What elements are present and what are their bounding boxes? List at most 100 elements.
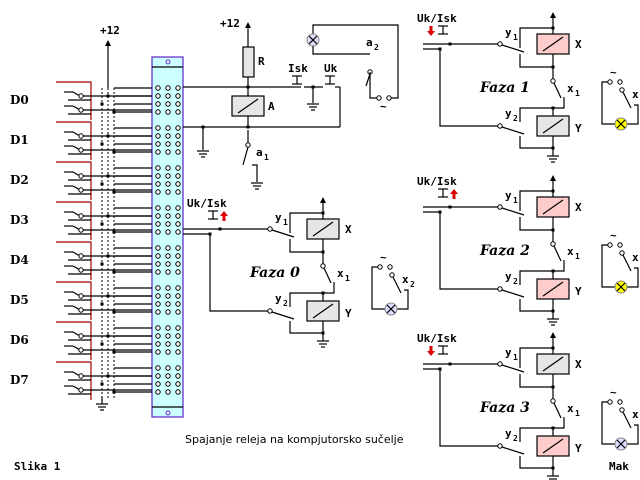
- contact-x2-label: x2: [632, 88, 639, 101]
- data-line-group-d0: D0: [10, 81, 181, 120]
- contact-terminal: [165, 189, 171, 195]
- wire: [289, 321, 323, 334]
- wire: [323, 282, 335, 294]
- lamp-icon: [614, 280, 628, 294]
- wire: [439, 49, 498, 127]
- contact-y1-label-main: y: [505, 189, 512, 202]
- contact-terminal: [497, 123, 503, 129]
- ground-icon: [547, 318, 559, 326]
- contact-terminal: [387, 264, 393, 270]
- contact-terminal: [175, 213, 181, 219]
- contact-x2-label: x2: [632, 251, 639, 264]
- contact-terminal: [165, 149, 171, 155]
- contact-terminal: [175, 141, 181, 147]
- wire: [369, 72, 377, 99]
- ground-icon: [96, 403, 108, 411]
- red-bus-wire: [56, 321, 92, 360]
- wire: [501, 364, 525, 373]
- contact-terminal: [550, 398, 556, 404]
- contact-terminal: [165, 333, 171, 339]
- wire: [553, 97, 565, 109]
- arrow-head: [550, 332, 556, 338]
- uk-isk-button-label: Uk/Isk: [187, 197, 227, 210]
- arrow-up-icon: [220, 211, 228, 221]
- wire: [627, 267, 639, 288]
- phase-title: Faza 0: [249, 265, 300, 281]
- contact-y1-label-sub: 1: [513, 196, 518, 205]
- red-bus-wire: [56, 281, 92, 320]
- contact-x1-label-main: x: [567, 82, 574, 95]
- wire: [289, 212, 323, 233]
- contact-terminal: [155, 373, 161, 379]
- junction-dot: [100, 102, 104, 106]
- wire: [553, 402, 562, 419]
- relay-y-label: Y: [575, 122, 582, 135]
- wire: [323, 267, 332, 284]
- wire: [365, 73, 371, 87]
- uk-isk-button-label: Uk/Isk: [417, 12, 457, 25]
- contact-terminal: [175, 365, 181, 371]
- data-line-label: D4: [10, 253, 29, 267]
- contact-terminal: [175, 253, 181, 259]
- ac-symbol: ~: [610, 386, 617, 399]
- contact-terminal: [155, 93, 161, 99]
- data-line-label: D0: [10, 93, 29, 107]
- contact-terminal: [165, 165, 171, 171]
- wire: [622, 411, 632, 429]
- contact-terminal: [155, 189, 161, 195]
- wire: [627, 104, 639, 125]
- contact-terminal: [78, 173, 84, 179]
- contact-y1-label-main: y: [505, 26, 512, 39]
- wire: [519, 27, 553, 48]
- contact-x2-label: x2: [632, 408, 639, 421]
- arrow-up-icon: [450, 189, 458, 199]
- junction-dot: [100, 342, 104, 346]
- wire: [601, 81, 615, 125]
- junction-dot: [448, 205, 452, 209]
- contact-terminal: [165, 301, 171, 307]
- contact-y2-label-sub: 2: [513, 277, 518, 286]
- wire: [616, 119, 626, 129]
- relay-a-icon: [231, 95, 265, 117]
- contact-terminal: [155, 85, 161, 91]
- contact-y2-label-sub: 2: [283, 299, 288, 308]
- contact-terminal: [175, 149, 181, 155]
- contact-terminal: [376, 95, 382, 101]
- contact-terminal: [78, 187, 84, 193]
- contact-terminal: [175, 165, 181, 171]
- contact-terminal: [165, 173, 171, 179]
- resistor-label: R: [258, 55, 265, 68]
- relay-diagonal: [542, 438, 564, 454]
- supply-arrow-icon: [550, 175, 556, 181]
- red-bus-wire: [56, 241, 92, 280]
- contact-terminal: [619, 407, 625, 413]
- contact-terminal: [78, 133, 84, 139]
- wire: [616, 282, 626, 292]
- contact-terminal: [165, 221, 171, 227]
- contact-terminal: [165, 269, 171, 275]
- contact-terminal: [320, 263, 326, 269]
- junction-dot: [112, 390, 116, 394]
- contact-terminal: [175, 325, 181, 331]
- contact-y2-label-sub: 2: [513, 434, 518, 443]
- wire: [439, 369, 498, 447]
- data-line-group-d5: D5: [10, 281, 181, 320]
- contact-terminal: [619, 87, 625, 93]
- contact-terminal: [155, 325, 161, 331]
- contact-terminal: [165, 85, 171, 91]
- arrow-head: [320, 197, 326, 203]
- wire: [519, 427, 553, 442]
- contact-terminal: [175, 389, 181, 395]
- contact-terminal: [175, 133, 181, 139]
- junction-dot: [106, 174, 110, 178]
- contact-y2-label-main: y: [275, 292, 282, 305]
- contact-terminal: [165, 101, 171, 107]
- junction-dot: [100, 262, 104, 266]
- data-line-label: D2: [10, 173, 29, 187]
- ac-symbol: ~: [380, 100, 387, 113]
- junction-dot: [106, 374, 110, 378]
